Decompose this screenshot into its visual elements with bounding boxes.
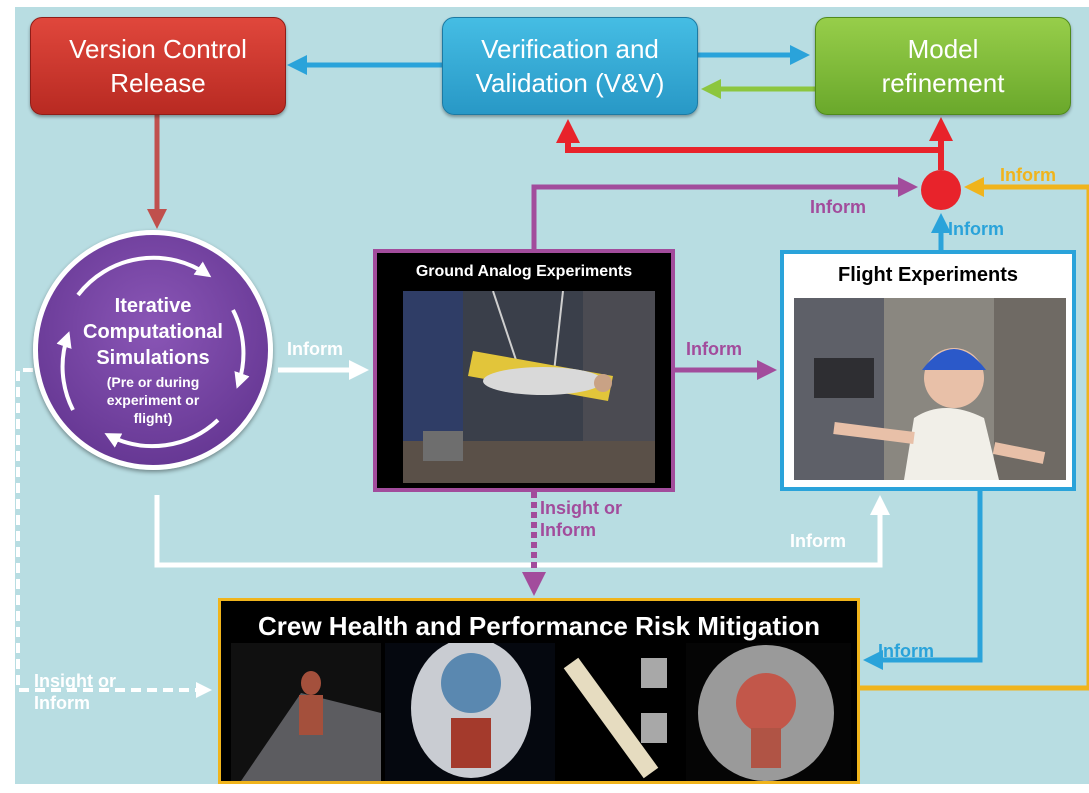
ground-analog-panel: Ground Analog Experiments [373,249,675,492]
inform-label-flight-to-crew: Inform [878,641,934,661]
inform-label-sim-to-ground: Inform [287,339,343,359]
flight-experiments-panel: Flight Experiments [780,250,1076,491]
inform-label-flight-to-node: Inform [948,219,1004,239]
insight-label-sim-to-crew: Insight or Inform [34,671,116,713]
arrow-crew-to-node [860,177,1089,691]
version-control-label: Version Control Release [69,34,247,98]
flight-experiment-photo [794,298,1066,480]
model-refinement-box: Model refinement [815,17,1071,115]
version-control-box: Version Control Release [30,17,286,115]
flight-experiments-title: Flight Experiments [837,264,1019,286]
crew-health-title: Crew Health and Performance Risk Mitigat… [257,611,820,641]
insight-label-ground-to-crew: Insight or Inform [540,498,622,540]
arrow-ground-to-node [531,177,918,249]
inform-label-crew-to-node: Inform [1000,165,1056,185]
crew-health-panel: Crew Health and Performance Risk Mitigat… [218,598,860,784]
cycle-arrows-icon [56,255,250,449]
arrow-node-to-vv [556,119,944,170]
ground-analog-title: Ground Analog Experiments [415,263,633,280]
inform-label-ground-to-flight: Inform [686,339,742,359]
arrow-simulation-to-flight [154,495,890,568]
ground-experiment-photo [403,291,655,483]
model-refinement-label: Model refinement [881,34,1005,98]
vv-box: Verification and Validation (V&V) [442,17,698,115]
arrow-simulation-to-crew [16,368,212,698]
feedback-junction-node [921,170,961,210]
simulation-title: Iterative Computational Simulations [83,295,223,369]
vv-label: Verification and Validation (V&V) [475,34,665,98]
simulation-circle: Iterative Computational Simulations (Pre… [33,230,273,470]
simulation-subtitle: (Pre or during experiment or flight) [106,374,200,426]
arrow-flight-to-crew [863,491,983,670]
inform-label-ground-to-node: Inform [810,197,866,217]
inform-label-sim-to-flight: Inform [790,531,846,551]
crew-health-images [231,643,851,781]
